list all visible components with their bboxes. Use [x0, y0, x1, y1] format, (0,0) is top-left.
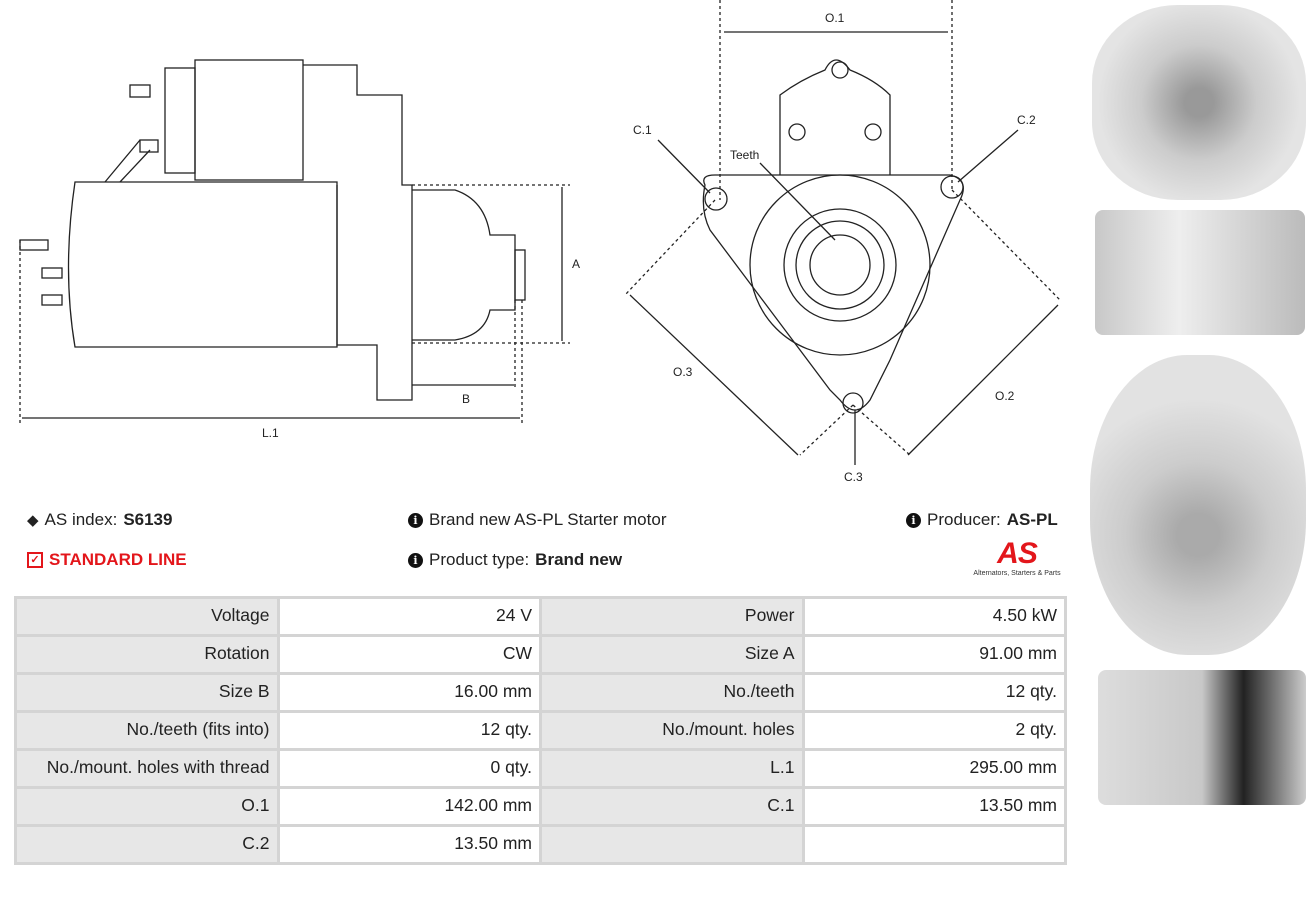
label-o3: O.3	[673, 365, 693, 379]
description-text: Brand new AS-PL Starter motor	[429, 510, 667, 529]
spec-label: Power	[539, 596, 805, 637]
tags-icon: ◆	[27, 512, 39, 529]
info-icon: i	[408, 512, 423, 528]
label-c3: C.3	[844, 470, 863, 484]
as-pl-logo: AS Alternators, Starters & Parts	[965, 538, 1069, 577]
label-b: B	[462, 392, 470, 406]
producer-value: AS-PL	[1006, 510, 1058, 529]
spec-label: L.1	[539, 748, 805, 789]
producer-label: Producer:	[927, 510, 1001, 529]
label-teeth: Teeth	[730, 148, 759, 162]
label-c2: C.2	[1017, 113, 1036, 127]
spec-label: C.2	[14, 824, 280, 865]
spec-label: Size A	[539, 634, 805, 675]
info-icon: i	[408, 552, 423, 568]
spec-value: 12 qty.	[276, 710, 542, 751]
label-a: A	[572, 257, 580, 271]
side-view-drawing: A B L.1	[19, 59, 580, 440]
spec-value: 13.50 mm	[801, 786, 1067, 827]
spec-label: Rotation	[14, 634, 280, 675]
product-type-label: Product type:	[429, 550, 530, 569]
spec-label: O.1	[14, 786, 280, 827]
as-index-value: S6139	[123, 510, 173, 529]
spec-label: Size B	[14, 672, 280, 713]
label-o1: O.1	[825, 11, 845, 25]
as-index-label: AS index:	[44, 510, 118, 529]
spec-value: 12 qty.	[801, 672, 1067, 713]
product-photo-angle[interactable]	[1098, 670, 1306, 805]
front-view-drawing: O.1 O.2 O.3 C.1 C.2 C.3 Teeth	[624, 0, 1061, 484]
product-photo-rear[interactable]	[1090, 355, 1306, 655]
spec-value: 4.50 kW	[801, 596, 1067, 637]
product-type-value: Brand new	[535, 550, 623, 569]
spec-value: 0 qty.	[276, 748, 542, 789]
product-photo-side[interactable]	[1095, 210, 1305, 335]
spec-value: CW	[276, 634, 542, 675]
table-row: No./teeth (fits into)12 qty.No./mount. h…	[14, 710, 1067, 751]
info-icon: i	[906, 512, 921, 528]
spec-label: No./teeth (fits into)	[14, 710, 280, 751]
spec-value	[801, 824, 1067, 865]
spec-value: 91.00 mm	[801, 634, 1067, 675]
checkbox-icon: ✓	[27, 552, 43, 568]
spec-label: C.1	[539, 786, 805, 827]
standard-line-label: STANDARD LINE	[49, 550, 187, 569]
label-o2: O.2	[995, 389, 1015, 403]
product-type: i Product type: Brand new	[408, 550, 622, 570]
spec-label: Voltage	[14, 596, 280, 637]
spec-label: No./mount. holes with thread	[14, 748, 280, 789]
producer: i Producer: AS-PL	[906, 510, 1058, 530]
spec-value: 13.50 mm	[276, 824, 542, 865]
spec-label: No./teeth	[539, 672, 805, 713]
spec-value: 24 V	[276, 596, 542, 637]
label-l1: L.1	[262, 426, 279, 440]
spec-value: 2 qty.	[801, 710, 1067, 751]
spec-value: 295.00 mm	[801, 748, 1067, 789]
spec-label: No./mount. holes	[539, 710, 805, 751]
as-index: ◆ AS index: S6139	[27, 510, 172, 530]
spec-value: 142.00 mm	[276, 786, 542, 827]
spec-value: 16.00 mm	[276, 672, 542, 713]
spec-label	[539, 824, 805, 865]
description: i Brand new AS-PL Starter motor	[408, 510, 666, 530]
standard-line: ✓ STANDARD LINE	[27, 550, 187, 570]
product-photo-front[interactable]	[1092, 5, 1306, 200]
label-c1: C.1	[633, 123, 652, 137]
